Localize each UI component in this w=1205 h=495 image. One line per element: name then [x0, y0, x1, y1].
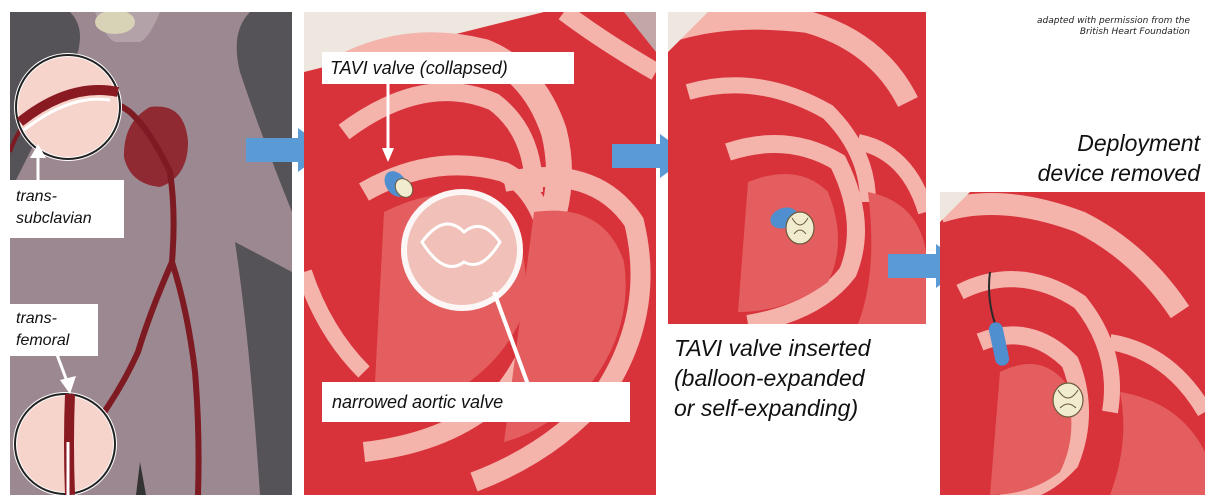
label-tavi-valve-collapsed: TAVI valve (collapsed)	[322, 52, 574, 84]
caption-valve-inserted-line-3: or self-expanding)	[674, 393, 944, 423]
panel-heart-collapsed-valve: TAVI valve (collapsed) narrowed aortic v…	[304, 12, 656, 495]
label-trans-femoral: trans- femoral	[10, 304, 98, 356]
label-trans-subclavian-line-2: subclavian	[16, 208, 124, 230]
caption-device-removed: Deployment device removed	[990, 128, 1200, 188]
credit-line-1: adapted with permission from the	[980, 16, 1190, 27]
body-illustration	[10, 12, 292, 495]
heart-illustration-collapsed	[304, 12, 656, 495]
credit-text: adapted with permission from the British…	[980, 16, 1190, 38]
label-trans-subclavian-line-1: trans-	[16, 186, 124, 208]
panel-heart-device-removed	[940, 192, 1205, 495]
label-trans-subclavian: trans- subclavian	[10, 180, 124, 238]
caption-device-removed-line-2: device removed	[990, 158, 1200, 188]
label-narrowed-aortic-valve: narrowed aortic valve	[322, 382, 630, 422]
heart-illustration-removed	[940, 192, 1205, 495]
label-trans-femoral-line-2: femoral	[16, 330, 98, 352]
caption-valve-inserted-line-2: (balloon-expanded	[674, 363, 944, 393]
credit-line-2: British Heart Foundation	[980, 27, 1190, 38]
caption-valve-inserted-line-1: TAVI valve inserted	[674, 333, 944, 363]
caption-valve-inserted: TAVI valve inserted (balloon-expanded or…	[674, 333, 944, 423]
label-trans-femoral-line-1: trans-	[16, 308, 98, 330]
panel-body-access-routes: trans- subclavian trans- femoral	[10, 12, 292, 495]
deployed-valve-icon	[1053, 383, 1083, 417]
caption-device-removed-line-1: Deployment	[990, 128, 1200, 158]
